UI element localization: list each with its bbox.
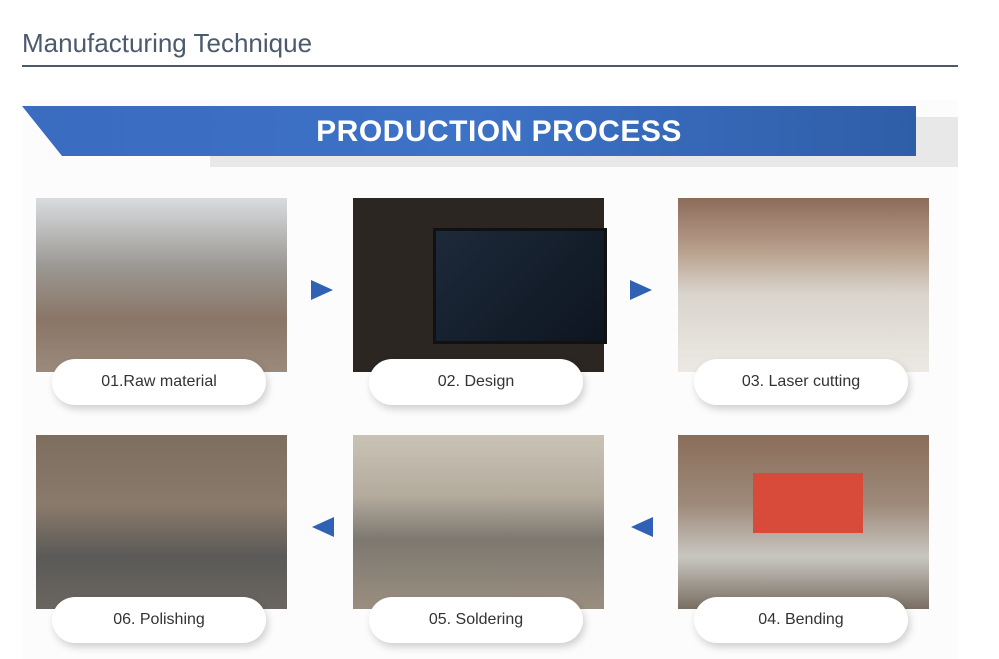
step-label-polishing: 06. Polishing	[52, 597, 266, 643]
step-label-design: 02. Design	[369, 359, 583, 405]
photo-design	[353, 198, 607, 372]
arrow-right-icon	[311, 280, 333, 300]
step-label-soldering: 05. Soldering	[369, 597, 583, 643]
photo-laser-cutting	[678, 198, 929, 372]
arrow-left-icon	[312, 517, 334, 537]
monitor-screen	[433, 228, 607, 344]
photo-polishing	[36, 435, 287, 609]
step-label-raw-material: 01.Raw material	[52, 359, 266, 405]
title-divider	[22, 65, 958, 67]
section-title: Manufacturing Technique	[22, 28, 313, 58]
step-label-bending: 04. Bending	[694, 597, 908, 643]
step-label-laser-cutting: 03. Laser cutting	[694, 359, 908, 405]
banner-title: PRODUCTION PROCESS	[316, 115, 682, 148]
arrow-left-icon	[631, 517, 653, 537]
photo-bending	[678, 435, 929, 609]
press-brake-machine	[753, 473, 863, 533]
photo-raw-material	[36, 198, 287, 372]
banner-band	[22, 106, 916, 156]
photo-soldering	[353, 435, 604, 609]
arrow-right-icon	[630, 280, 652, 300]
